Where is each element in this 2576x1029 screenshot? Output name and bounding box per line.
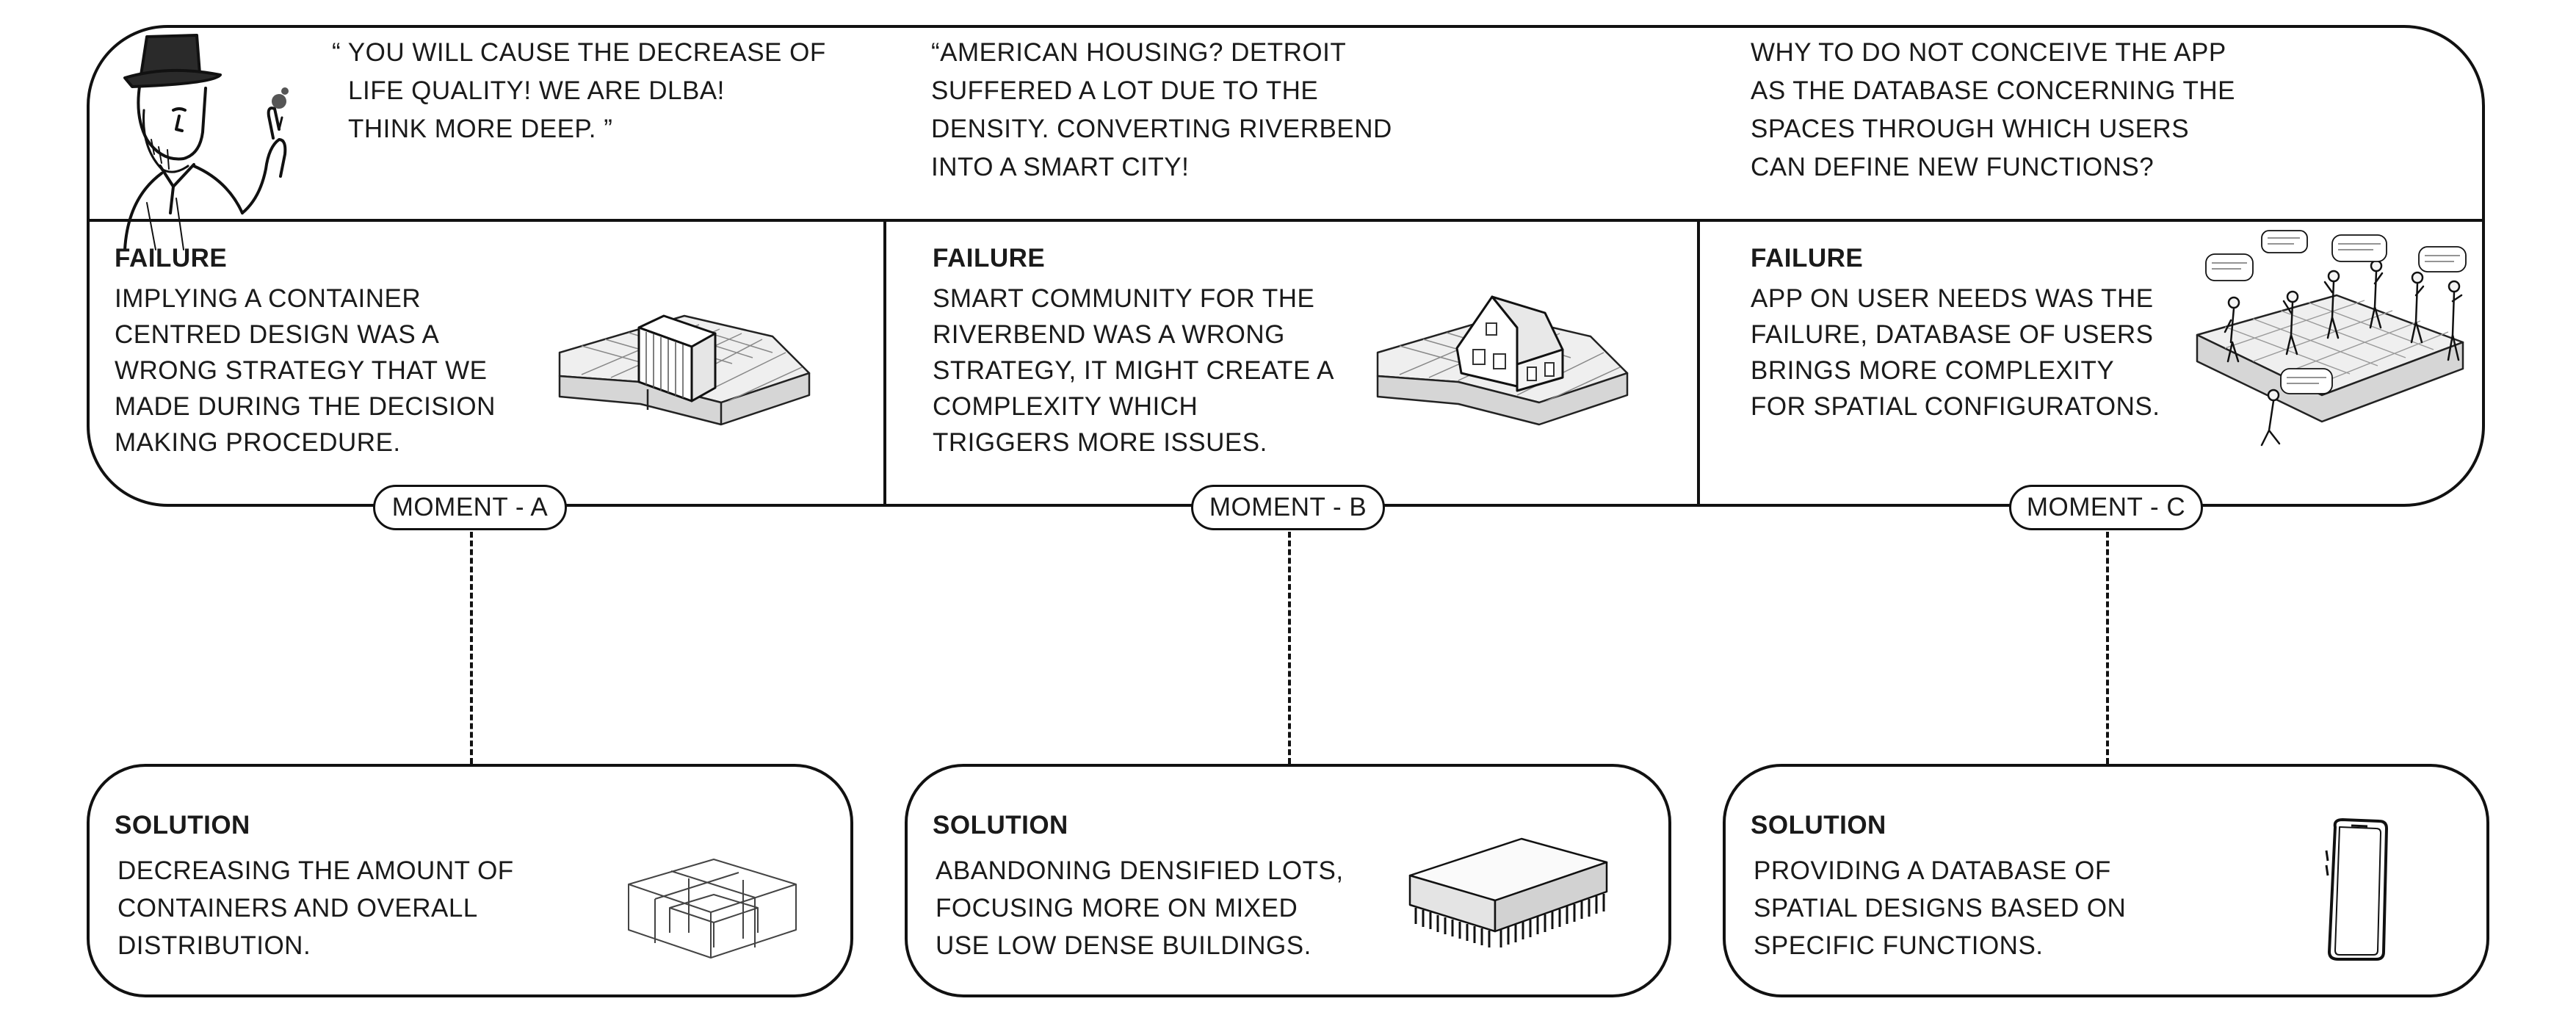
failure-line: TRIGGERS MORE ISSUES. [933,428,1267,457]
people-on-platform-icon [2196,230,2467,447]
failure-text: IMPLYING A CONTAINER CENTRED DESIGN WAS … [115,281,496,461]
failure-line: APP ON USER NEEDS WAS THE [1751,284,2154,313]
failure-line: COMPLEXITY WHICH [933,392,1198,421]
solution-heading: SOLUTION [1751,811,1886,840]
failure-text: SMART COMMUNITY FOR THE RIVERBEND WAS A … [933,281,1334,461]
quote-dlba: “ YOU WILL CAUSE THE DECREASE OF LIFE QU… [332,34,826,148]
solution-line: DECREASING THE AMOUNT OF [117,856,514,885]
solution-line: SPATIAL DESIGNS BASED ON [1754,894,2127,923]
quote-line: “AMERICAN HOUSING? DETROIT [931,38,1347,67]
quote-line: CAN DEFINE NEW FUNCTIONS? [1751,153,2154,181]
failure-panel-a: FAILURE IMPLYING A CONTAINER CENTRED DES… [115,244,496,461]
moment-a-label: MOMENT - A [373,485,567,530]
container-on-lot-icon [558,314,811,426]
solution-line: CONTAINERS AND OVERALL [117,894,478,923]
quote-line: “ YOU WILL CAUSE THE DECREASE OF [332,38,826,67]
solution-line: USE LOW DENSE BUILDINGS. [936,931,1311,960]
quote-line: INTO A SMART CITY! [931,153,1190,181]
panel-divider-bc [1697,219,1700,507]
solution-box-c [1723,764,2489,997]
failure-panel-c: FAILURE APP ON USER NEEDS WAS THE FAILUR… [1751,244,2160,425]
moment-b-label: MOMENT - B [1191,485,1385,530]
quote-database-app: WHY TO DO NOT CONCEIVE THE APP AS THE DA… [1751,34,2235,187]
failure-panel-b: FAILURE SMART COMMUNITY FOR THE RIVERBEN… [933,244,1334,461]
low-building-icon [1408,837,1608,947]
wireframe-block-icon [628,859,797,958]
quote-line: DENSITY. CONVERTING RIVERBEND [931,115,1392,143]
failure-line: WRONG STRATEGY THAT WE [115,356,488,385]
solution-heading: SOLUTION [933,811,1068,840]
failure-line: FAILURE, DATABASE OF USERS [1751,320,2154,349]
solution-line: PROVIDING A DATABASE OF [1754,856,2111,885]
solution-line: FOCUSING MORE ON MIXED [936,894,1298,923]
failure-text: APP ON USER NEEDS WAS THE FAILURE, DATAB… [1751,281,2160,425]
failure-heading: FAILURE [115,244,228,272]
quote-divider-line [87,219,2485,222]
failure-line: MADE DURING THE DECISION [115,392,496,421]
solution-box-b [905,764,1671,997]
quote-line: WHY TO DO NOT CONCEIVE THE APP [1751,38,2226,67]
solution-heading: SOLUTION [115,811,250,840]
solution-text: PROVIDING A DATABASE OF SPATIAL DESIGNS … [1751,852,2126,964]
quote-line: LIFE QUALITY! WE ARE DLBA! [348,76,725,105]
failure-line: IMPLYING A CONTAINER [115,284,422,313]
failure-line: CENTRED DESIGN WAS A [115,320,440,349]
moment-c-label: MOMENT - C [2009,485,2203,530]
connector-a [470,532,473,764]
house-on-lot-icon [1376,295,1629,426]
top-hat-man-illustration-icon [123,34,289,251]
solution-line: SPECIFIC FUNCTIONS. [1754,931,2044,960]
quote-line: SPACES THROUGH WHICH USERS [1751,115,2190,143]
failure-line: STRATEGY, IT MIGHT CREATE A [933,356,1335,385]
solution-line: DISTRIBUTION. [117,931,311,960]
smartphone-icon [2325,818,2388,961]
failure-line: RIVERBEND WAS A WRONG [933,320,1285,349]
panel-divider-ab [883,219,886,507]
solution-panel-c: SOLUTION PROVIDING A DATABASE OF SPATIAL… [1751,811,2126,964]
quote-line: THINK MORE DEEP. ” [348,115,613,143]
failure-line: SMART COMMUNITY FOR THE [933,284,1315,313]
failure-heading: FAILURE [1751,244,1864,272]
quote-line: SUFFERED A LOT DUE TO THE [931,76,1319,105]
solution-text: ABANDONING DENSIFIED LOTS, FOCUSING MORE… [933,852,1344,964]
failure-line: MAKING PROCEDURE. [115,428,401,457]
solution-panel-a: SOLUTION DECREASING THE AMOUNT OF CONTAI… [115,811,514,964]
failure-heading: FAILURE [933,244,1046,272]
solution-panel-b: SOLUTION ABANDONING DENSIFIED LOTS, FOCU… [933,811,1344,964]
failure-line: BRINGS MORE COMPLEXITY [1751,356,2115,385]
quote-american-housing: “AMERICAN HOUSING? DETROIT SUFFERED A LO… [931,34,1392,187]
connector-b [1288,532,1291,764]
failure-line: FOR SPATIAL CONFIGURATONS. [1751,392,2160,421]
solution-text: DECREASING THE AMOUNT OF CONTAINERS AND … [115,852,514,964]
solution-box-a [87,764,853,997]
connector-c [2106,532,2109,764]
quote-line: AS THE DATABASE CONCERNING THE [1751,76,2236,105]
solution-line: ABANDONING DENSIFIED LOTS, [936,856,1344,885]
